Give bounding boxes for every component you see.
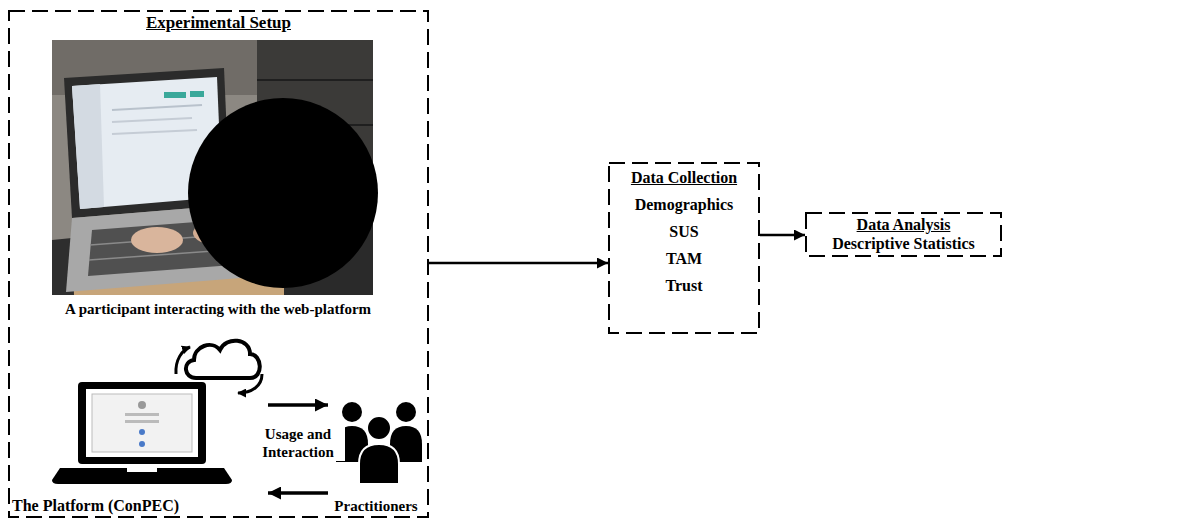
text-block: Data AnalysisDescriptive Statistics	[805, 212, 1002, 253]
process-box: Data AnalysisDescriptive Statistics	[805, 212, 1002, 257]
platform-node: The Platform (ConPEC)	[10, 335, 268, 515]
list-item: Trust	[665, 272, 702, 299]
text-block: Practitioners	[328, 497, 424, 515]
list-item: Demographics	[635, 191, 734, 218]
dashed-outline	[609, 163, 759, 333]
group-box: Experimental SetupThe Platform (ConPEC) P…	[8, 10, 429, 518]
participant-photo	[52, 40, 384, 300]
box-text: Descriptive Statistics	[832, 234, 975, 253]
flow-arrow	[760, 234, 805, 237]
list-item: SUS	[669, 218, 698, 245]
flow-arrow	[268, 403, 328, 407]
text-block: Experimental Setup	[8, 10, 429, 33]
people-icon	[336, 402, 422, 484]
box-title: Data Analysis	[857, 215, 951, 234]
edge-label: Usage and Interaction	[251, 425, 345, 461]
group-title: Experimental Setup	[146, 13, 291, 33]
process-box: Data CollectionDemographicsSUSTAMTrust	[608, 162, 760, 334]
dashed-border	[608, 162, 760, 334]
list-item: TAM	[666, 245, 702, 272]
dashed-outline	[9, 11, 428, 517]
text-block: Data CollectionDemographicsSUSTAMTrust	[608, 162, 760, 299]
laptop-icon	[52, 382, 232, 484]
text-block: The Platform (ConPEC)	[10, 497, 268, 515]
flow-arrow	[268, 491, 328, 495]
dashed-outline	[806, 213, 1001, 256]
dashed-border	[8, 10, 429, 518]
flow-arrow	[429, 262, 608, 265]
practitioners-node: Practitioners	[328, 395, 424, 515]
node-label: The Platform (ConPEC)	[12, 497, 179, 515]
node-label: Practitioners	[334, 497, 417, 515]
photo-caption: A participant interacting with the web-p…	[65, 300, 371, 318]
cloud-sync-icon	[176, 341, 262, 393]
box-title: Data Collection	[631, 164, 737, 191]
